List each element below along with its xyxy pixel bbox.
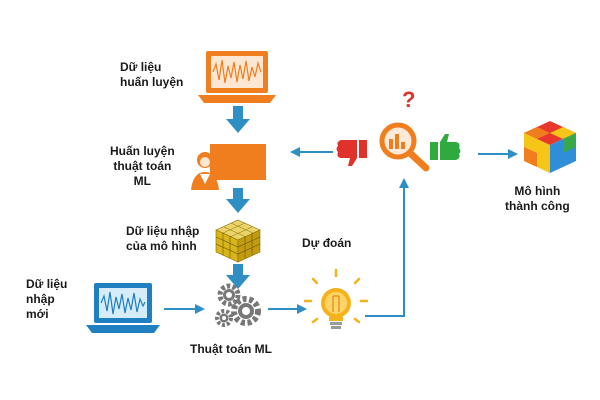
arrow-bulb-to-evaluation bbox=[365, 178, 409, 317]
thumbs-up-icon bbox=[430, 134, 461, 160]
down-arrow-1 bbox=[226, 106, 250, 133]
laptop-top-icon bbox=[198, 51, 276, 103]
prediction-label: Dự đoán bbox=[302, 236, 352, 250]
laptop-bottom-icon bbox=[86, 283, 160, 333]
magnifier-icon bbox=[379, 122, 430, 172]
question-mark: ? bbox=[402, 87, 416, 112]
presenter-board-icon bbox=[191, 144, 266, 190]
data-cube-icon bbox=[215, 219, 261, 263]
light-bulb-icon bbox=[303, 268, 369, 329]
down-arrow-3 bbox=[226, 264, 250, 289]
colored-cube-icon bbox=[524, 121, 576, 173]
gears-icon bbox=[215, 283, 261, 327]
thumbs-down-icon bbox=[336, 140, 367, 166]
ml-algorithm-label: Thuật toán ML bbox=[190, 342, 272, 356]
down-arrow-2 bbox=[226, 188, 250, 213]
